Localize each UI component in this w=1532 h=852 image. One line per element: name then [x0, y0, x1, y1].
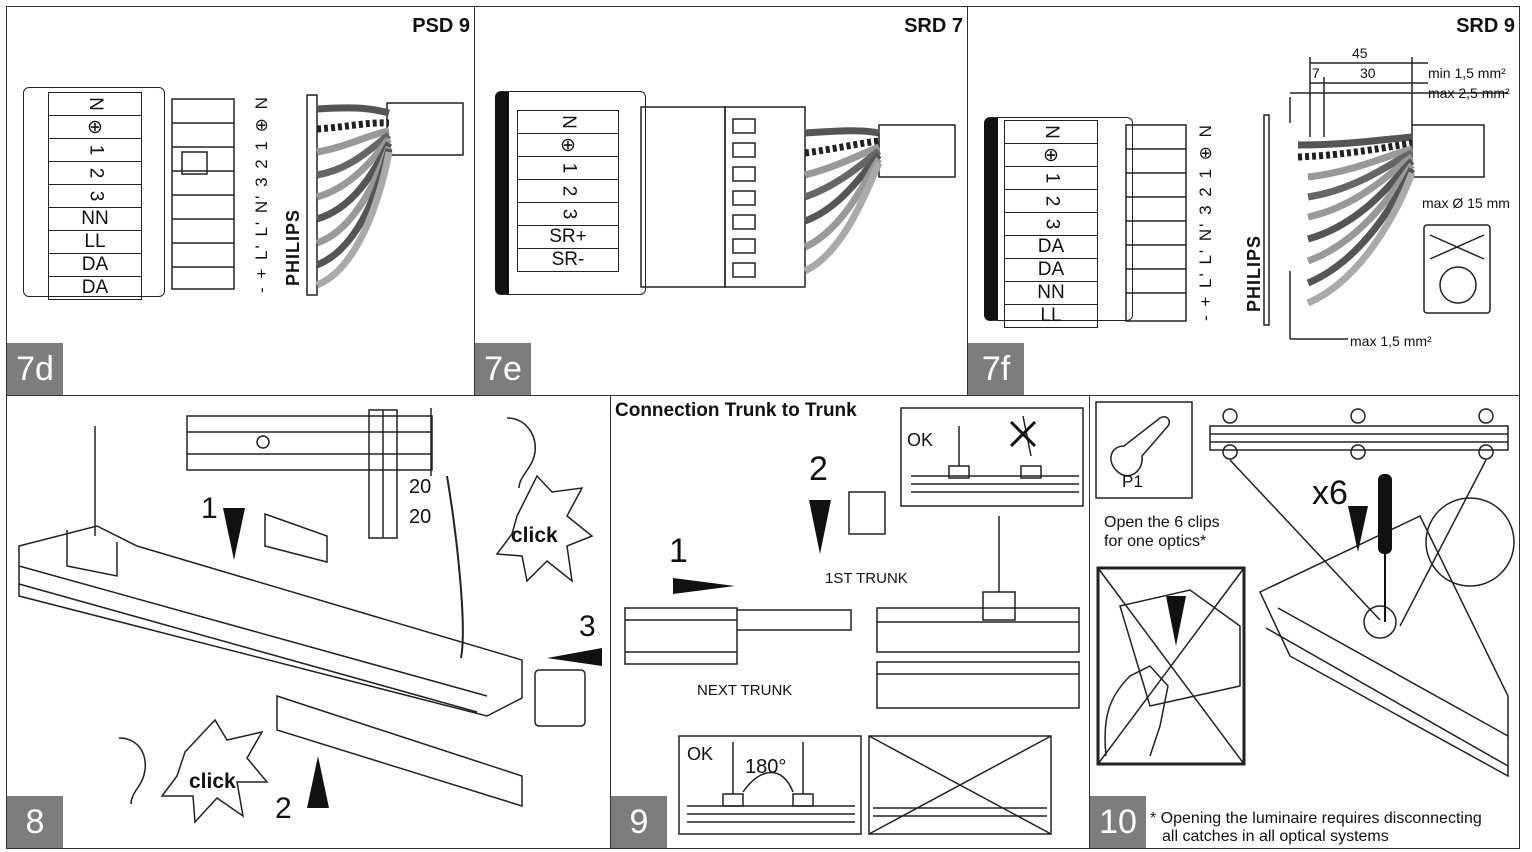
trunk-assembly-drawing — [18, 408, 602, 824]
terminal-da: DA — [1005, 236, 1097, 259]
terminal-earth: ⊕ — [518, 134, 618, 157]
terminal-nn: NN — [1005, 282, 1097, 305]
clip-count: x6 — [1312, 474, 1348, 512]
step-badge: 9 — [611, 796, 667, 848]
terminal-ll: LL — [1040, 305, 1062, 326]
brand-logo: PHILIPS — [283, 208, 304, 287]
terminal-da: DA — [49, 254, 141, 277]
terminal-2: 2 — [49, 162, 141, 185]
instruction-line-1: Open the 6 clips — [1104, 514, 1220, 531]
terminal-block: N ⊕ 1 2 3 NN LL DA DA — [23, 87, 165, 300]
terminal-3: 3 — [1005, 213, 1097, 236]
terminal-1: 1 — [1005, 167, 1097, 190]
connector-drawing — [640, 106, 956, 288]
terminal-earth: ⊕ — [1005, 144, 1097, 167]
panel-9: Connection Trunk to Trunk — [610, 395, 1090, 849]
dim-strip-b: 30 — [1360, 65, 1376, 81]
terminal-1: 1 — [518, 157, 618, 180]
max-cross-section-bottom: max 1,5 mm² — [1350, 333, 1432, 349]
step-badge: 7f — [968, 343, 1024, 395]
terminal-1: 1 — [49, 139, 141, 162]
step-badge: 7d — [7, 343, 63, 395]
terminal-nn: NN — [49, 208, 141, 231]
dimension-20-bottom: 20 — [409, 506, 432, 528]
panel-title: PSD 9 — [412, 15, 470, 37]
panel-title: SRD 9 — [1456, 15, 1515, 37]
max-cross-section: max 2,5 mm² — [1428, 85, 1510, 101]
ok-label-bottom: OK — [687, 744, 714, 764]
ok-label-top: OK — [907, 430, 934, 450]
tool-label: P1 — [1122, 472, 1143, 491]
panel-7f: SRD 9 N ⊕ 1 2 3 DA DA NN LL — [967, 6, 1520, 396]
terminal-2: 2 — [1005, 190, 1097, 213]
terminal-3: 3 — [49, 185, 141, 208]
next-trunk-label: NEXT TRUNK — [697, 682, 793, 699]
connector-drawing — [1125, 57, 1508, 340]
panel-title: SRD 7 — [904, 15, 963, 37]
step-2-number: 2 — [809, 450, 828, 488]
terminal-n: N — [49, 93, 141, 116]
max-diameter: max Ø 15 mm — [1422, 195, 1510, 211]
step-badge: 8 — [7, 796, 63, 848]
step-badge: 7e — [475, 343, 531, 395]
panel-10: P1 x6 Open the 6 clips for one optics* *… — [1089, 395, 1520, 849]
step-1-number: 1 — [201, 492, 218, 525]
terminal-3: 3 — [518, 203, 618, 226]
step-badge: 10 — [1090, 796, 1146, 848]
terminal-da: DA — [1005, 259, 1097, 282]
min-cross-section: min 1,5 mm² — [1428, 65, 1506, 81]
earth-icon: ⊕ — [1043, 144, 1059, 166]
trunk-connection-drawing — [624, 407, 1084, 835]
terminal-n: N — [518, 111, 618, 134]
step-1-number: 1 — [669, 532, 688, 570]
optics-clip-drawing — [1095, 401, 1515, 778]
step-2-number: 2 — [275, 792, 292, 825]
footnote-line-1: * Opening the luminaire requires disconn… — [1150, 810, 1482, 827]
panel-7d: PSD 9 N ⊕ 1 2 3 NN LL DA DA — [6, 6, 475, 396]
terminal-block: N ⊕ 1 2 3 SR+ SR- — [495, 91, 646, 295]
terminal-2: 2 — [518, 180, 618, 203]
click-label-left: click — [189, 770, 236, 793]
panel-8: 1 2 3 20 20 click click 8 — [6, 395, 611, 849]
panel-title: Connection Trunk to Trunk — [615, 400, 857, 421]
instruction-line-2: for one optics* — [1104, 533, 1207, 550]
first-trunk-label: 1ST TRUNK — [825, 570, 908, 587]
earth-icon: ⊕ — [560, 134, 576, 156]
dimension-20-top: 20 — [409, 476, 432, 498]
panel-7e: SRD 7 N ⊕ 1 2 3 SR+ SR- — [474, 6, 968, 396]
dim-total: 45 — [1352, 45, 1368, 61]
terminal-block: N ⊕ 1 2 3 DA DA NN LL — [984, 117, 1133, 328]
connector-pin-labels: - + L' L' N' 3 2 1 ⊕ N — [252, 95, 271, 293]
connector-drawing — [171, 94, 464, 296]
terminal-sr-minus: SR- — [551, 249, 585, 270]
terminal-da: DA — [81, 277, 109, 298]
step-3-number: 3 — [579, 610, 596, 643]
footnote-line-2: all catches in all optical systems — [1162, 828, 1389, 845]
terminal-ll: LL — [49, 231, 141, 254]
terminal-earth: ⊕ — [49, 116, 141, 139]
terminal-sr-plus: SR+ — [518, 226, 618, 249]
brand-logo: PHILIPS — [1244, 234, 1265, 313]
click-label-right: click — [511, 524, 558, 547]
connector-pin-labels: - + L' L' N' 3 2 1 ⊕ N — [1196, 123, 1215, 321]
angle-label: 180° — [745, 756, 787, 778]
earth-icon: ⊕ — [87, 116, 103, 138]
dim-strip-a: 7 — [1312, 65, 1320, 81]
terminal-n: N — [1005, 121, 1097, 144]
